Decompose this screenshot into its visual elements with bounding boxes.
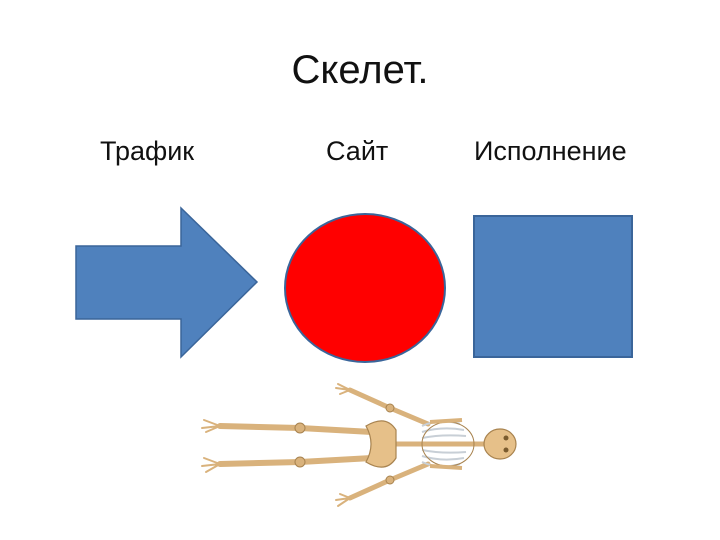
label-traffic: Трафик <box>100 136 195 166</box>
pelvis-bone <box>365 420 397 468</box>
traffic-arrow-shape <box>75 206 259 359</box>
skeleton-illustration <box>201 383 517 507</box>
execution-square-shape <box>473 215 633 358</box>
skull-bone <box>483 428 517 460</box>
label-execution: Исполнение <box>474 136 627 166</box>
label-site: Сайт <box>326 136 389 166</box>
slide-title: Скелет. <box>291 48 429 92</box>
site-circle-shape <box>284 213 446 363</box>
